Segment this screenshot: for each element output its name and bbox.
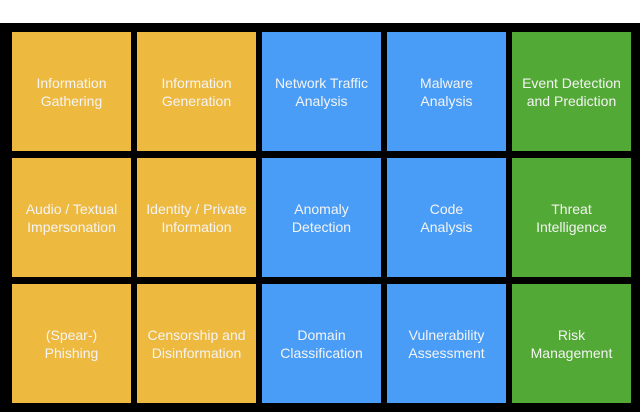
domain-tile-label: Event Detection and Prediction (522, 74, 621, 109)
domain-tile: Information Generation (137, 32, 256, 151)
domain-tile: Information Gathering (12, 32, 131, 151)
domain-tile: Malware Analysis (387, 32, 506, 151)
domain-tile: Threat Intelligence (512, 158, 631, 277)
domain-tile-label: Vulnerability Assessment (408, 326, 485, 361)
domain-tile-label: Risk Management (530, 326, 613, 361)
domain-tile: Censorship and Disinformation (137, 284, 256, 403)
domain-tile-label: Anomaly Detection (291, 200, 352, 235)
domain-tile-label: Identity / Private Information (146, 200, 247, 235)
domain-grid: Information Gathering Information Generat… (0, 23, 640, 412)
domain-tile-label: Network Traffic Analysis (274, 74, 369, 109)
domain-tile: Anomaly Detection (262, 158, 381, 277)
domain-tile: Event Detection and Prediction (512, 32, 631, 151)
domain-tile-label: (Spear-) Phishing (44, 326, 99, 361)
domain-tile: Risk Management (512, 284, 631, 403)
domain-tile-label: Malware Analysis (420, 74, 473, 109)
domain-tile-label: Information Gathering (36, 74, 107, 109)
domain-tile-label: Code Analysis (420, 200, 473, 235)
domain-tile: Identity / Private Information (137, 158, 256, 277)
domain-tile-label: Audio / Textual Impersonation (25, 200, 118, 235)
domain-tile-label: Information Generation (161, 74, 232, 109)
domain-tile: Code Analysis (387, 158, 506, 277)
domain-tile: Audio / Textual Impersonation (12, 158, 131, 277)
domain-tile: Network Traffic Analysis (262, 32, 381, 151)
domain-tile-label: Censorship and Disinformation (147, 326, 246, 361)
domain-tile: (Spear-) Phishing (12, 284, 131, 403)
domain-tile: Domain Classification (262, 284, 381, 403)
domain-tile-label: Domain Classification (280, 326, 363, 361)
domain-tile-label: Threat Intelligence (536, 200, 607, 235)
domain-tile: Vulnerability Assessment (387, 284, 506, 403)
